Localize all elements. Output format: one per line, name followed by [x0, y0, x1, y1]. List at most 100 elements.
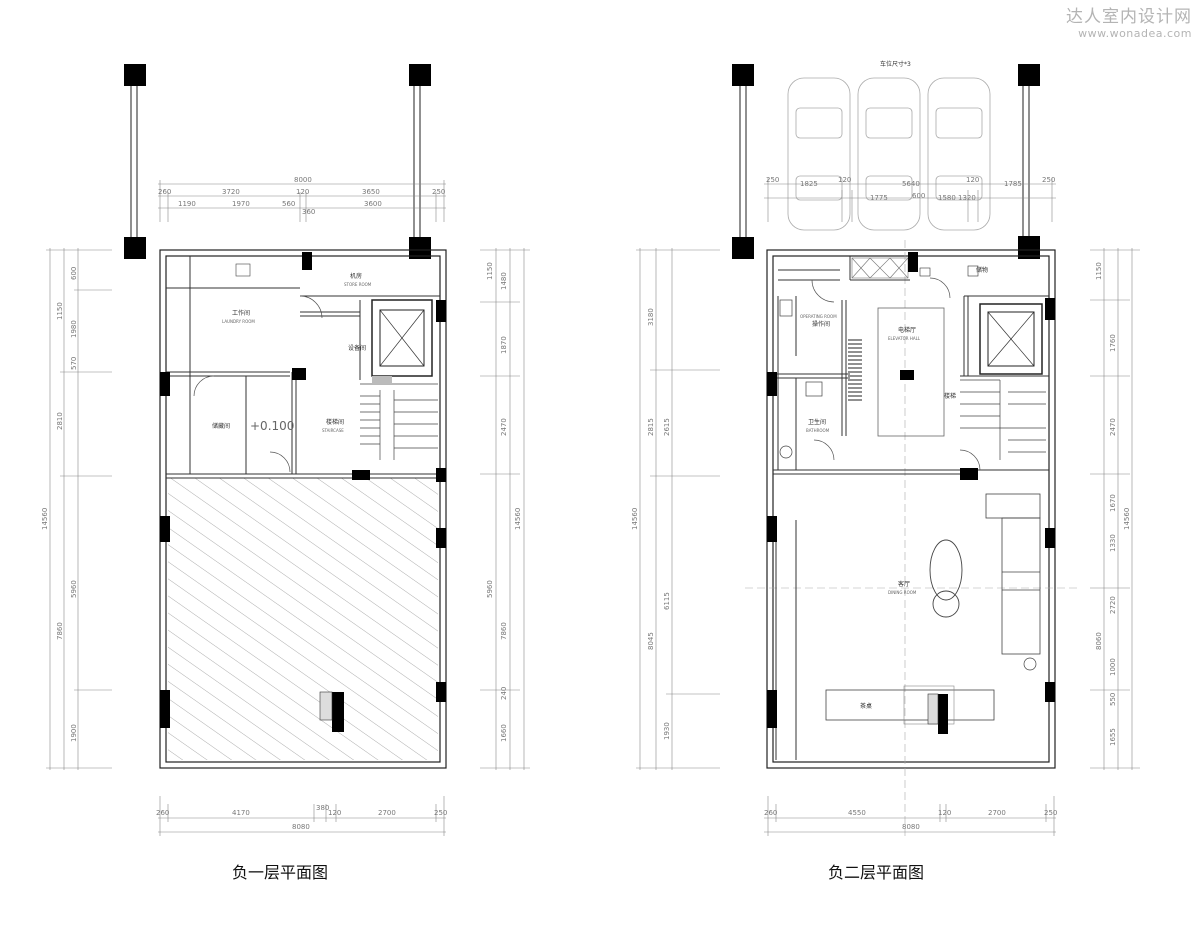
plan-b1: 机房 STORE ROOM 工作间 LAUNDRY ROOM 设备间 储藏间 +… [41, 64, 530, 882]
b2-top-dim-5: 1785 [1004, 180, 1022, 188]
b1-top-dim-1: 3720 [222, 188, 240, 196]
b1-right-dim-0: 1150 [486, 262, 494, 280]
b2-storage-label: 储物 [976, 266, 988, 274]
b1-bottom-dim-1: 4170 [232, 809, 250, 817]
b2-column-tr [1018, 64, 1040, 86]
b1-top-dim-2: 120 [296, 188, 309, 196]
b1-top-dim-4: 250 [432, 188, 445, 196]
b1-top-dims [158, 180, 446, 222]
b2-staircase [960, 379, 1046, 460]
b2-top2-dim-1: 600 [912, 192, 925, 200]
b2-right-dim-7: 1000 [1109, 658, 1117, 676]
b1-door-swing-3 [269, 451, 291, 473]
b1-left2-dim-4: 1900 [70, 724, 78, 742]
b2-right-dim-0: 1150 [1095, 262, 1103, 280]
b1-top2-dim-1: 1970 [232, 200, 250, 208]
b2-right-total: 14560 [1123, 508, 1131, 530]
b2-bottom-total: 8080 [902, 823, 920, 831]
b2-right-dim-3: 1670 [1109, 494, 1117, 512]
b1-top2-dim-3: 360 [302, 208, 315, 216]
b1-right-dim-3: 2470 [500, 418, 508, 436]
b2-bottom-dim-4: 250 [1044, 809, 1057, 817]
b1-column-mr [409, 237, 431, 259]
b1-right-dim-2: 1870 [500, 336, 508, 354]
watermark: 达人室内设计网 www.wonadea.com [1066, 2, 1192, 40]
b2-bathroom-label-en: BATHROOM [806, 428, 830, 433]
b2-parking-label: 车位尺寸*3 [880, 60, 911, 68]
b1-top-total: 8000 [294, 176, 312, 184]
b1-wall-columns [160, 252, 446, 732]
b1-left2-dim-2: 570 [70, 357, 78, 370]
b1-right-dim-6: 240 [500, 687, 508, 700]
b2-bottom-dim-2: 120 [938, 809, 951, 817]
b1-right-dim-4: 5960 [486, 580, 494, 598]
b2-sink-icon [779, 299, 793, 317]
b2-wall-columns [767, 236, 1055, 734]
b1-stair-label: 楼梯间 [326, 418, 344, 426]
b2-right-dim-4: 1330 [1109, 534, 1117, 552]
b2-column-tl [732, 64, 754, 86]
b1-top-dim-3: 3650 [362, 188, 380, 196]
b1-bottom-dim-4: 2700 [378, 809, 396, 817]
b2-sofa [985, 493, 1041, 655]
b2-right-dim-9: 1655 [1109, 728, 1117, 746]
b1-bottom-dim-2: 380 [316, 804, 329, 812]
b1-left2-dim-1: 1980 [70, 320, 78, 338]
b2-dining-label: 茶桌 [860, 702, 872, 710]
b1-canopy-posts [130, 85, 421, 237]
b1-stair-landing [372, 376, 392, 384]
plan-b2: 车位尺寸*3 [631, 60, 1140, 882]
b2-door-swing [811, 279, 835, 303]
watermark-title: 达人室内设计网 [1066, 7, 1192, 27]
b1-cabinet [319, 691, 333, 721]
b2-bottom-dim-3: 2700 [988, 809, 1006, 817]
b1-top-dim-0: 260 [158, 188, 171, 196]
b2-column-ml [732, 237, 754, 259]
b1-interior-walls [166, 256, 440, 479]
b1-bottom-dim-3: 120 [328, 809, 341, 817]
b2-basin-icon [779, 445, 793, 459]
b2-left-dims [636, 248, 720, 770]
b1-storage-label: 储藏间 [212, 422, 230, 430]
b2-wine-rack [848, 339, 862, 401]
b1-left-dims [46, 248, 112, 770]
b1-bottom-dim-0: 260 [156, 809, 169, 817]
b2-cabinet [927, 693, 939, 725]
b1-stair-label-en: STAIRCASE [322, 428, 344, 433]
b2-bathroom-label: 卫生间 [808, 418, 826, 426]
b1-column-ml [124, 237, 146, 259]
b2-niche [919, 267, 931, 277]
b2-door-swing-3 [929, 277, 951, 299]
b1-right-dim-7: 1660 [500, 724, 508, 742]
b1-laundry-label-en: LAUNDRY ROOM [222, 319, 255, 324]
b2-top-dim-4: 120 [966, 176, 979, 184]
b2-elevator-hall-area [877, 307, 945, 437]
b2-right-dim-5: 2720 [1109, 596, 1117, 614]
b2-left2-dim-1: 6115 [663, 592, 671, 610]
b1-laundry-label: 工作间 [232, 309, 250, 317]
b2-toilet-icon [805, 381, 823, 397]
b1-sink-icon [235, 263, 251, 277]
b2-elevator-car [987, 311, 1035, 367]
b1-elevator-shaft [371, 299, 433, 377]
b1-store-label: 机房 [350, 272, 362, 280]
b1-left-dim-0: 1150 [56, 302, 64, 320]
watermark-url: www.wonadea.com [1078, 27, 1192, 40]
b2-bottom-dims [764, 796, 1056, 836]
b1-left-dim-1: 2810 [56, 412, 64, 430]
b2-left-dim-0: 3180 [647, 308, 655, 326]
b1-bottom-dims [158, 796, 446, 836]
b2-storage-units [851, 257, 909, 279]
b1-level-mark: +0.100 [250, 419, 294, 433]
b2-left-dim-1: 2815 [647, 418, 655, 436]
b2-top-dim-3: 5640 [902, 180, 920, 188]
b1-right-dim-1: 1480 [500, 272, 508, 290]
b1-left2-dim-0: 600 [70, 267, 78, 280]
b2-left2-dim-2: 1930 [663, 722, 671, 740]
b2-floor-lamp-icon [1023, 657, 1037, 671]
b2-elevator-hall-label: 电梯厅 [898, 326, 916, 334]
b2-elevator-shaft [979, 303, 1043, 375]
b1-plan-caption: 负一层平面图 [232, 863, 328, 882]
b1-column-tl [124, 64, 146, 86]
